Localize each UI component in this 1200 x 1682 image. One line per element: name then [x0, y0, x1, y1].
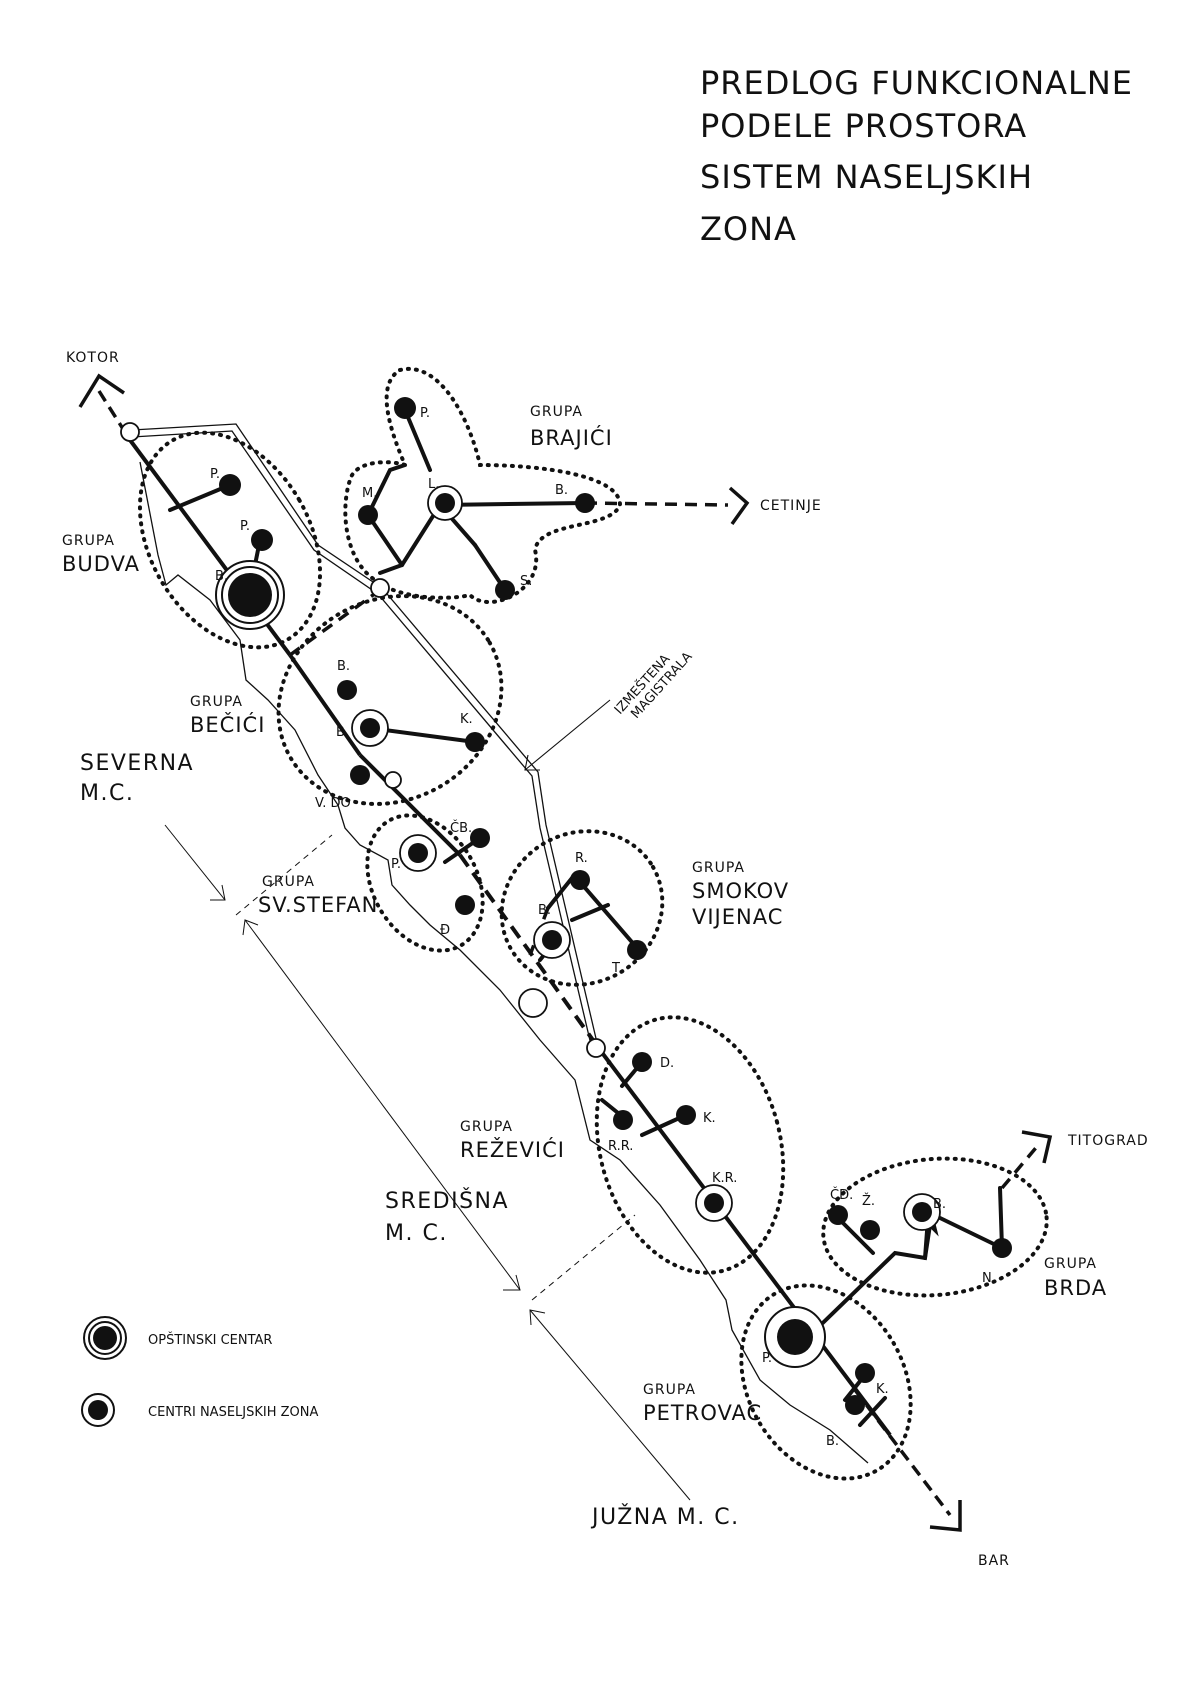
title-line-4: ZONA — [700, 209, 797, 248]
abbr-petrovac-k: K. — [876, 1382, 889, 1397]
titograd-arrow — [1021, 1130, 1053, 1164]
title-line-1: PREDLOG FUNKCIONALNE — [700, 64, 1134, 102]
zone-budva-boundary — [137, 430, 323, 650]
title-line-3: SISTEM NASELJSKIH — [700, 158, 1034, 197]
legend: OPŠTINSKI CENTAR CENTRI NASELJSKIH ZONA — [81, 1316, 318, 1427]
abbr-brajici-b: B. — [555, 483, 568, 498]
abbr-rezevici-k: K. — [703, 1111, 716, 1126]
label-cetinje: CETINJE — [760, 498, 822, 514]
cetinje-arrow — [728, 486, 750, 526]
abbr-becici-b1: B. — [337, 659, 350, 674]
zone-becici-boundary — [276, 594, 504, 806]
zone-brda-boundary — [821, 1156, 1049, 1298]
abbr-rezevici-d: D. — [660, 1056, 674, 1071]
abbr-brajici-p: P. — [420, 406, 430, 421]
abbr-brda-b: B. — [933, 1197, 946, 1212]
abbr-petrovac-b: B. — [826, 1434, 839, 1449]
abbr-brda-z: Ž. — [862, 1193, 875, 1209]
group-smokov-name-2: VIJENAC — [692, 905, 783, 929]
zone-smokov-boundary — [499, 829, 665, 987]
zone-svstefan-boundary — [365, 813, 485, 953]
kotor-arrow — [78, 373, 125, 408]
zone-rezevici-boundary — [594, 1015, 786, 1275]
zone-connections — [168, 408, 1004, 1427]
group-brajici-name: BRAJIĆI — [530, 425, 613, 450]
zone-center-becici — [351, 709, 389, 747]
abbr-brajici-s: S. — [520, 574, 532, 589]
zone-sredisna-line2: M. C. — [385, 1221, 448, 1246]
group-smokov-prefix: GRUPA — [692, 860, 745, 876]
group-becici-name: BEČIĆI — [190, 712, 265, 737]
abbr-brajici-l: L. — [428, 477, 439, 492]
abbr-brda-cd: ČD. — [830, 1187, 853, 1203]
legend-municipal-label: OPŠTINSKI CENTAR — [148, 1332, 272, 1348]
abbr-becici-vdo: V. DO — [315, 796, 351, 811]
zone-center-smokov — [533, 921, 571, 959]
road-label-magistral: IZMEŠTENA MAGISTRALA — [611, 649, 696, 721]
abbr-rezevici-kr: K.R. — [712, 1171, 737, 1186]
group-petrovac-prefix: GRUPA — [643, 1382, 696, 1398]
zone-boundaries — [137, 366, 1049, 1481]
group-svstefan-name: SV.STEFAN — [258, 893, 378, 917]
abbr-smokov-t: T. — [611, 961, 623, 976]
zone-severna-line1: SEVERNA — [80, 751, 194, 776]
group-brajici-prefix: GRUPA — [530, 404, 583, 420]
abbr-stefan-dj: Đ — [440, 923, 450, 938]
group-rezevici-name: REŽEVIĆI — [460, 1137, 565, 1162]
group-petrovac-name: PETROVAC — [643, 1401, 762, 1425]
zone-center-svstefan — [399, 834, 437, 872]
label-kotor: KOTOR — [66, 350, 120, 366]
zone-severna-line2: M.C. — [80, 781, 134, 806]
settlement-labels: P. P. B. P. M. L. B. S. B. B. K. V. DO P… — [210, 406, 996, 1449]
abbr-smokov-b: B. — [538, 903, 551, 918]
zone-sredisna-line1: SREDIŠNA — [385, 1188, 509, 1214]
abbr-becici-k: K. — [460, 712, 473, 727]
abbr-budva-b: B. — [215, 569, 228, 584]
road-junctions — [120, 422, 606, 1058]
zone-center-brajici-l — [427, 485, 463, 521]
abbr-budva-p1: P. — [210, 467, 220, 482]
zone-brajici-boundary — [343, 366, 623, 605]
group-svstefan-prefix: GRUPA — [262, 874, 315, 890]
legend-zone-center-symbol — [81, 1393, 115, 1427]
group-budva-name: BUDVA — [62, 552, 140, 576]
group-smokov-name-1: SMOKOV — [692, 879, 789, 903]
legend-municipal-symbol — [83, 1316, 127, 1360]
group-budva-prefix: GRUPA — [62, 533, 115, 549]
label-titograd: TITOGRAD — [1067, 1133, 1149, 1149]
group-brda-prefix: GRUPA — [1044, 1256, 1097, 1272]
zone-center-rezevici — [695, 1184, 733, 1222]
abbr-stefan-p: P. — [391, 857, 401, 872]
label-bar: BAR — [978, 1553, 1010, 1569]
municipal-center-petrovac — [764, 1306, 826, 1368]
group-rezevici-prefix: GRUPA — [460, 1119, 513, 1135]
zone-juzna: JUŽNA M. C. — [590, 1504, 740, 1530]
road-arrows — [78, 373, 1053, 1532]
coastline — [139, 461, 869, 1464]
title-line-2: PODELE PROSTORA — [700, 107, 1028, 146]
abbr-brajici-m: M. — [362, 486, 377, 501]
settlement-centers — [219, 397, 1012, 1415]
abbr-rezevici-rr: R.R. — [608, 1139, 633, 1154]
group-brda-name: BRDA — [1044, 1276, 1107, 1300]
group-becici-prefix: GRUPA — [190, 694, 243, 710]
abbr-brda-n: N. — [982, 1271, 996, 1286]
abbr-smokov-r: R. — [575, 851, 588, 866]
road-label-pointer — [524, 699, 611, 771]
zone-extent-lines — [164, 824, 691, 1501]
abbr-budva-p2: P. — [240, 519, 250, 534]
abbr-stefan-cb: ČB. — [450, 820, 472, 836]
municipal-center-budva — [215, 560, 285, 630]
municipal-centers — [215, 560, 826, 1368]
abbr-petrovac-p: P. — [762, 1351, 772, 1366]
legend-zone-center-label: CENTRI NASELJSKIH ZONA — [148, 1405, 318, 1420]
abbr-becici-b2: B. — [336, 725, 349, 740]
zone-petrovac-boundary — [739, 1283, 913, 1481]
zone-centers-ringed — [351, 485, 941, 1231]
bar-arrow — [929, 1500, 962, 1532]
zone-center-brda — [903, 1193, 941, 1231]
map-title: PREDLOG FUNKCIONALNE PODELE PROSTORA SIS… — [700, 62, 1133, 251]
